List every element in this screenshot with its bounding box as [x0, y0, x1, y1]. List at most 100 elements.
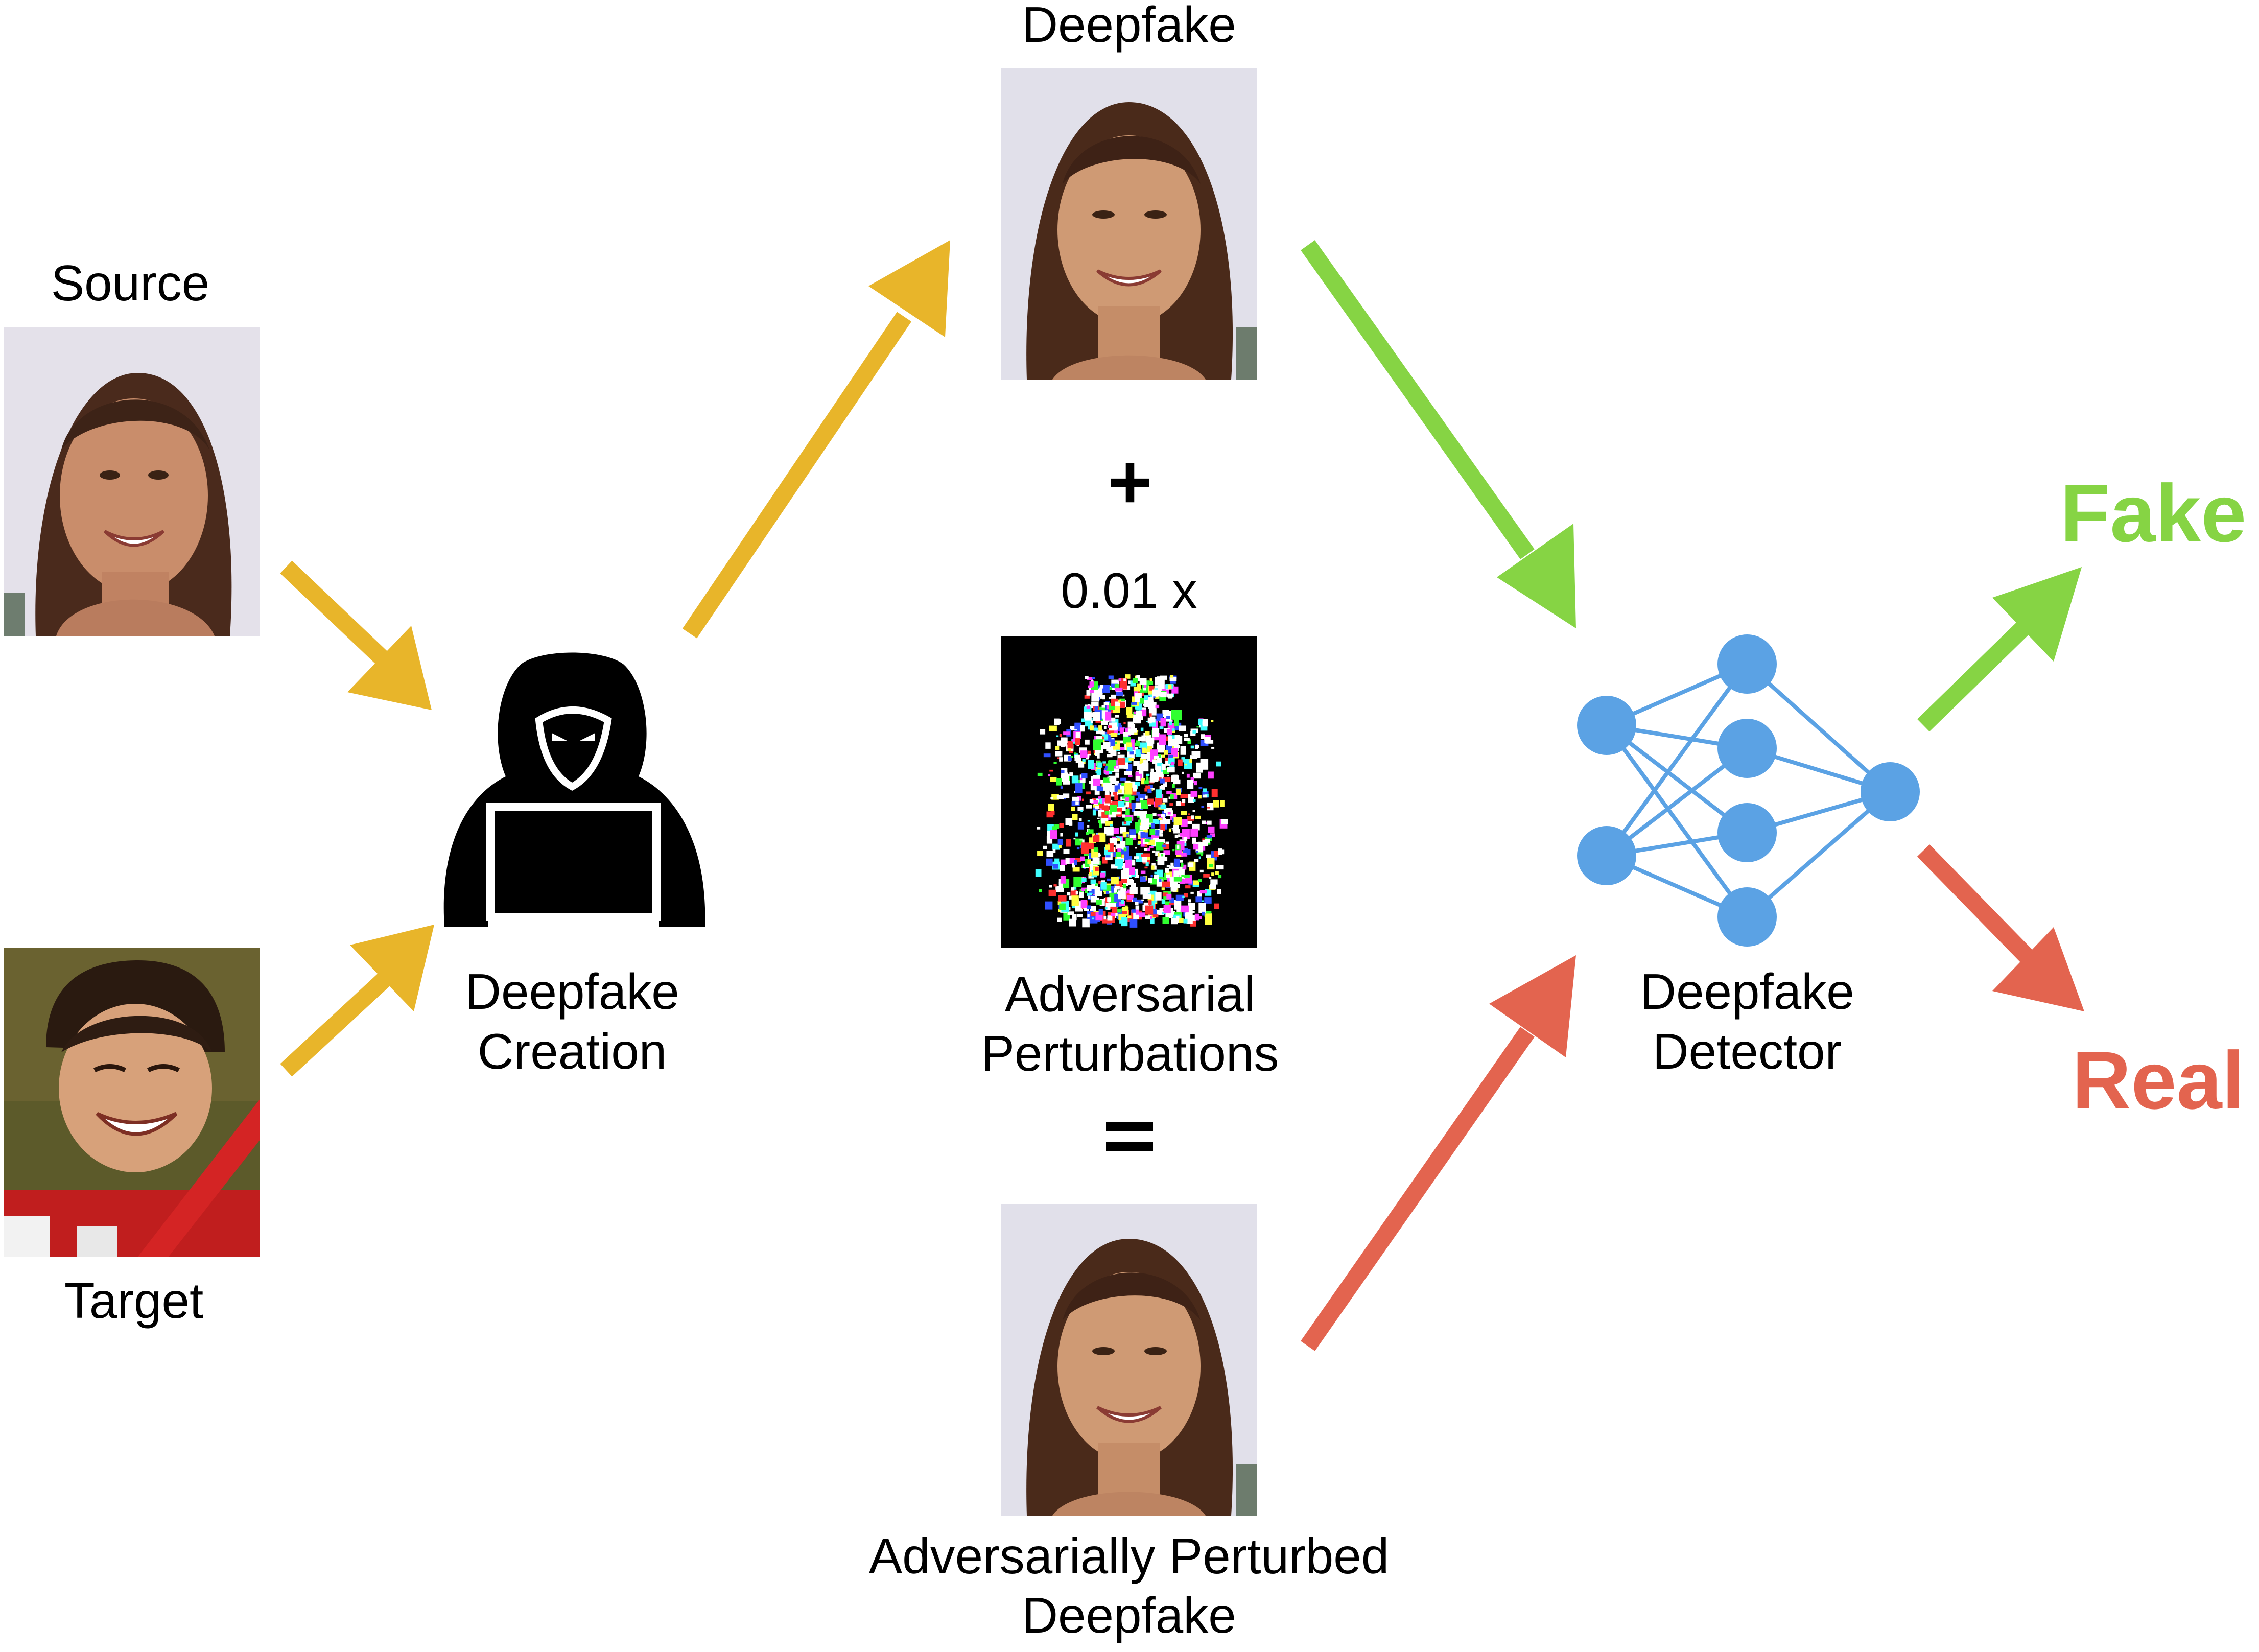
noise-speck: [1166, 871, 1173, 877]
noise-speck: [1060, 865, 1065, 871]
noise-speck: [1192, 810, 1195, 812]
noise-speck: [1110, 733, 1118, 737]
noise-speck: [1147, 788, 1152, 793]
noise-speck: [1123, 678, 1126, 681]
noise-speck: [1190, 918, 1196, 927]
noise-speck: [1124, 783, 1133, 795]
noise-speck: [1143, 688, 1146, 691]
noise-speck: [1085, 905, 1091, 909]
noise-speck: [1117, 733, 1120, 735]
noise-speck: [1152, 728, 1159, 737]
noise-speck: [1190, 828, 1198, 837]
noise-speck: [1087, 677, 1093, 680]
noise-speck: [1188, 903, 1195, 910]
noise-speck: [1099, 808, 1103, 811]
noise-speck: [1061, 737, 1068, 744]
noise-speck: [1145, 785, 1150, 789]
noise-speck: [1181, 757, 1185, 763]
noise-speck: [1160, 804, 1167, 809]
noise-speck: [1181, 863, 1184, 867]
noise-speck: [1128, 775, 1133, 777]
noise-speck: [1179, 879, 1185, 884]
noise-speck: [1116, 766, 1118, 768]
noise-speck: [1095, 867, 1099, 871]
noise-speck: [1117, 752, 1121, 754]
noise-speck: [1099, 804, 1104, 809]
hooded-hacker-laptop-icon: [443, 652, 705, 927]
noise-speck: [1096, 769, 1101, 775]
noise-speck: [1149, 686, 1154, 691]
noise-speck: [1110, 824, 1113, 827]
noise-speck: [1111, 877, 1119, 885]
noise-speck: [1155, 892, 1162, 901]
noise-speck: [1144, 866, 1148, 869]
noise-speck: [1150, 916, 1152, 919]
noise-speck: [1115, 909, 1122, 913]
noise-speck: [1167, 812, 1171, 815]
noise-speck: [1115, 772, 1119, 776]
noise-speck: [1051, 794, 1059, 800]
noise-speck: [1066, 757, 1068, 761]
noise-speck: [1078, 818, 1082, 821]
noise-speck: [1131, 909, 1136, 913]
noise-speck: [1082, 759, 1086, 762]
noise-speck: [1210, 833, 1215, 837]
noise-speck: [1138, 794, 1146, 800]
noise-speck: [1178, 860, 1183, 863]
noise-speck: [1061, 775, 1066, 782]
noise-speck: [1172, 730, 1175, 733]
noise-speck: [1163, 777, 1171, 782]
noise-speck: [1127, 879, 1133, 885]
noise-speck: [1108, 675, 1114, 679]
noise-speck: [1127, 721, 1134, 730]
noise-speck: [1053, 762, 1057, 764]
noise-speck: [1133, 911, 1139, 919]
noise-speck: [1046, 858, 1053, 866]
noise-speck: [1124, 780, 1131, 785]
noise-speck: [1102, 685, 1110, 693]
fake-output-label: Fake: [2060, 467, 2247, 559]
noise-speck: [1112, 907, 1118, 913]
noise-speck: [1125, 809, 1130, 815]
noise-speck: [1176, 909, 1181, 912]
noise-speck: [1170, 728, 1175, 731]
noise-speck: [1137, 814, 1140, 818]
noise-speck: [1090, 912, 1096, 916]
noise-speck: [1086, 791, 1091, 795]
noise-speck: [1094, 788, 1100, 795]
noise-speck: [1081, 718, 1085, 722]
noise-speck: [1138, 840, 1141, 844]
noise-speck: [1176, 849, 1181, 853]
noise-speck: [1137, 765, 1143, 770]
arrow-target-to-creation: [280, 925, 434, 1077]
noise-speck: [1097, 817, 1100, 819]
noise-speck: [1156, 842, 1164, 851]
noise-speck: [1111, 864, 1118, 869]
noise-speck: [1080, 725, 1085, 732]
noise-speck: [1211, 872, 1215, 876]
noise-speck: [1182, 799, 1186, 803]
noise-speck: [1198, 879, 1202, 882]
noise-speck: [1197, 891, 1202, 898]
noise-speck: [1157, 814, 1161, 817]
noise-speck: [1120, 900, 1124, 904]
noise-speck: [1069, 751, 1073, 753]
noise-speck: [1037, 851, 1043, 856]
noise-speck: [1123, 732, 1128, 737]
noise-speck: [1149, 909, 1157, 915]
noise-speck: [1128, 680, 1132, 684]
noise-speck: [1216, 865, 1224, 870]
noise-speck: [1090, 720, 1093, 723]
noise-speck: [1161, 887, 1165, 891]
noise-speck: [1135, 749, 1141, 757]
noise-speck: [1167, 767, 1175, 773]
noise-speck: [1172, 849, 1175, 852]
noise-speck: [1052, 826, 1057, 830]
noise-speck: [1127, 747, 1133, 752]
noise-speck: [1082, 918, 1090, 928]
noise-speck: [1109, 697, 1113, 699]
noise-speck: [1164, 750, 1168, 755]
noise-speck: [1198, 787, 1203, 789]
noise-speck: [1088, 829, 1094, 834]
noise-speck: [1111, 913, 1116, 916]
